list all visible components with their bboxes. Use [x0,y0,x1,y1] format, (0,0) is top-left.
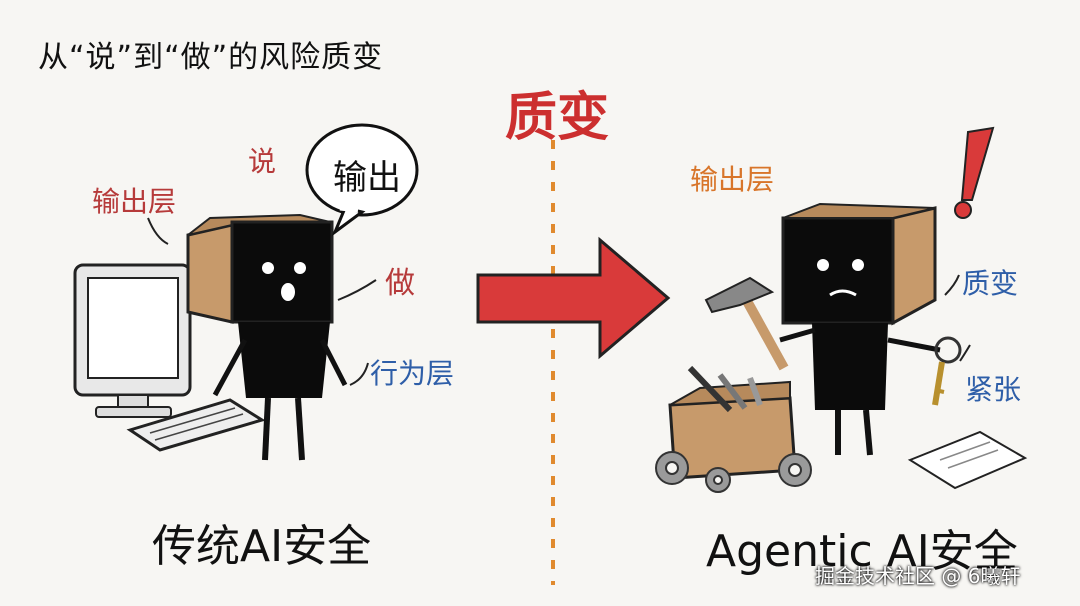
action-layer-label: 行为层 [370,357,455,390]
watermark: 掘金技术社区 @ 6曦轩 [815,564,1021,588]
speech-bubble [305,123,419,237]
papers-icon [907,430,1028,490]
exclamation-icon [954,126,995,219]
center-label: 质变 [505,88,610,148]
change-label: 质变 [962,267,1019,300]
do-label: 做 [385,266,415,301]
box-head-character-right [779,202,941,456]
hammer-icon [704,276,789,371]
speech-bubble-text: 输出 [333,158,401,198]
key-icon [932,336,962,406]
tense-label: 紧张 [965,373,1022,406]
gear-icon [655,451,812,493]
right-caption: Agentic AI安全 [706,526,1018,577]
say-label: 说 [248,145,277,178]
left-caption: 传统AI安全 [152,521,372,572]
toolbox-icon [668,365,797,480]
right-output-layer-label: 输出层 [690,163,775,196]
page-title: 从“说”到“做”的风险质变 [38,40,384,75]
left-output-layer-label: 输出层 [92,185,177,218]
box-head-character-left [186,213,348,461]
transition-arrow-icon [476,236,671,360]
computer-icon [73,263,266,452]
